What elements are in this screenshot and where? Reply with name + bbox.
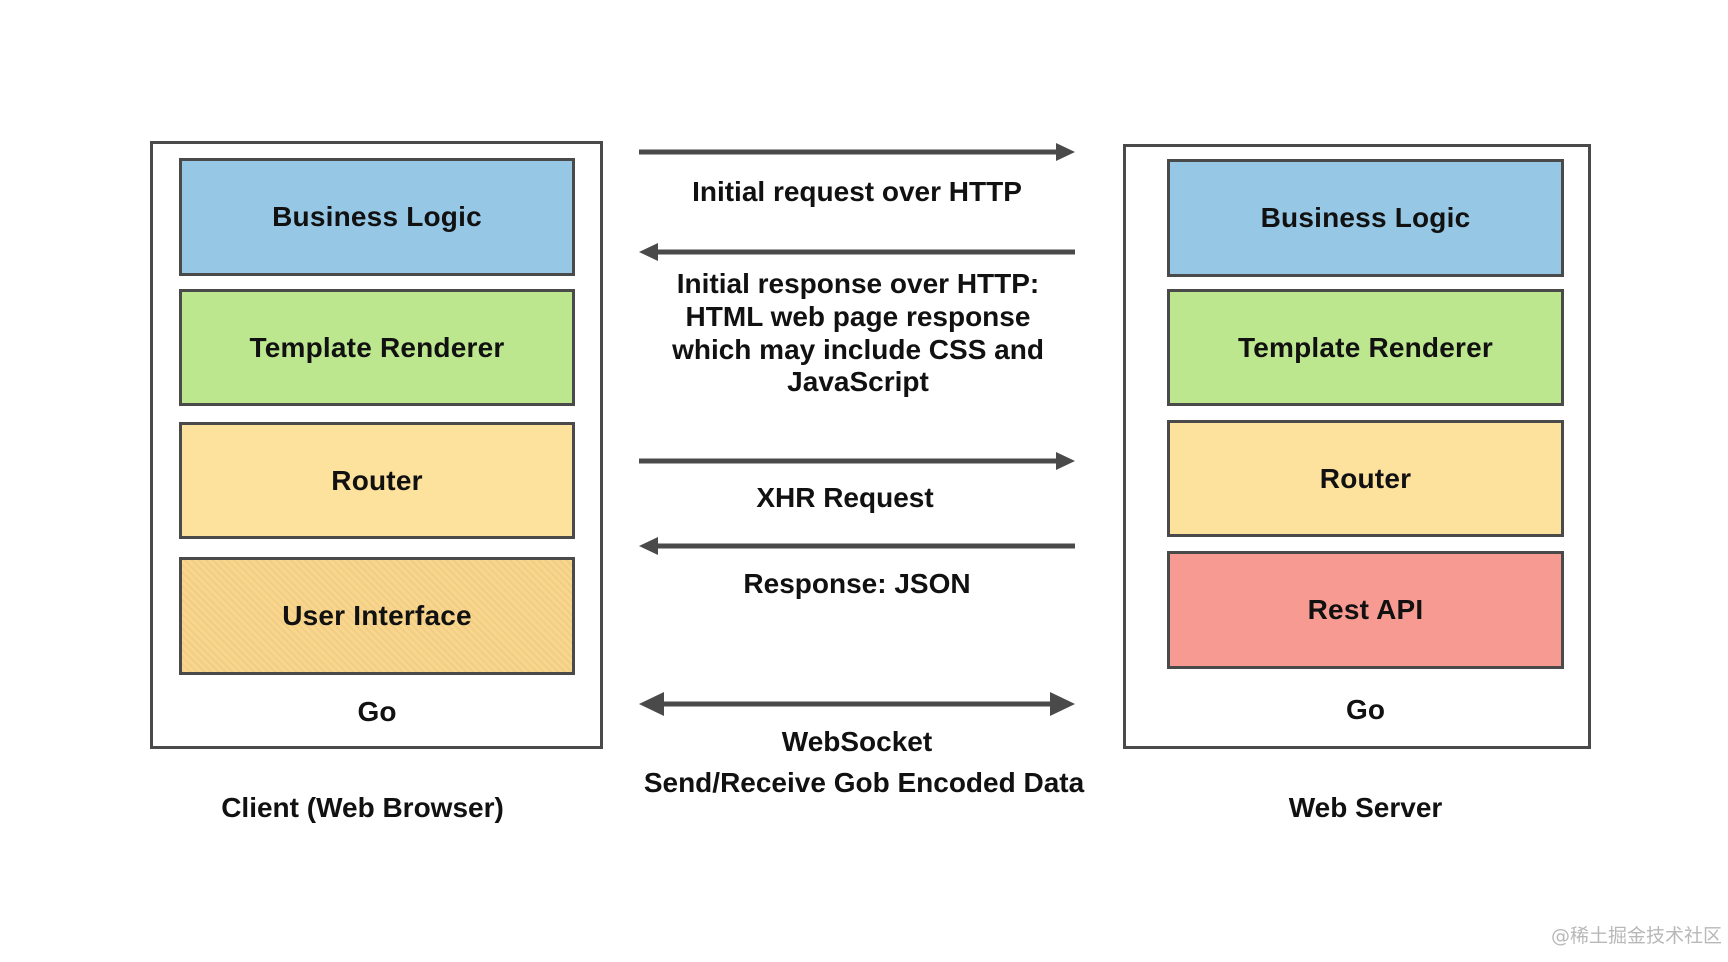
- arrow-websocket-bidirectional: [639, 692, 1075, 716]
- server-caption: Web Server: [1288, 792, 1443, 823]
- server-runtime-label: Go: [1346, 694, 1385, 725]
- server-layer-router: Router: [1167, 420, 1564, 537]
- client-runtime-label: Go: [357, 696, 397, 727]
- xhr-request-label: XHR Request: [756, 482, 934, 513]
- server-layer-business-logic: Business Logic: [1167, 159, 1564, 277]
- server-layer-rest-api: Rest API: [1167, 551, 1564, 669]
- client-layer-user-interface: User Interface: [179, 557, 575, 675]
- initial-response-label: Initial response over HTTP: HTML web pag…: [672, 268, 1044, 398]
- client-layer-router: Router: [179, 422, 575, 539]
- arrow-initial-response: [639, 243, 1075, 261]
- client-layer-template-renderer: Template Renderer: [179, 289, 575, 406]
- watermark: @稀土掘金技术社区: [1550, 925, 1722, 947]
- websocket-label: WebSocket: [781, 726, 933, 757]
- client-layer-business-logic: Business Logic: [179, 158, 575, 276]
- arrow-xhr-request: [639, 452, 1075, 470]
- arrow-initial-request: [639, 143, 1075, 161]
- arrow-json-response: [639, 537, 1075, 555]
- initial-request-label: Initial request over HTTP: [692, 176, 1022, 207]
- server-layer-template-renderer: Template Renderer: [1167, 289, 1564, 406]
- websocket-detail-label: Send/Receive Gob Encoded Data: [643, 767, 1085, 798]
- client-caption: Client (Web Browser): [221, 792, 504, 823]
- json-response-label: Response: JSON: [743, 568, 971, 599]
